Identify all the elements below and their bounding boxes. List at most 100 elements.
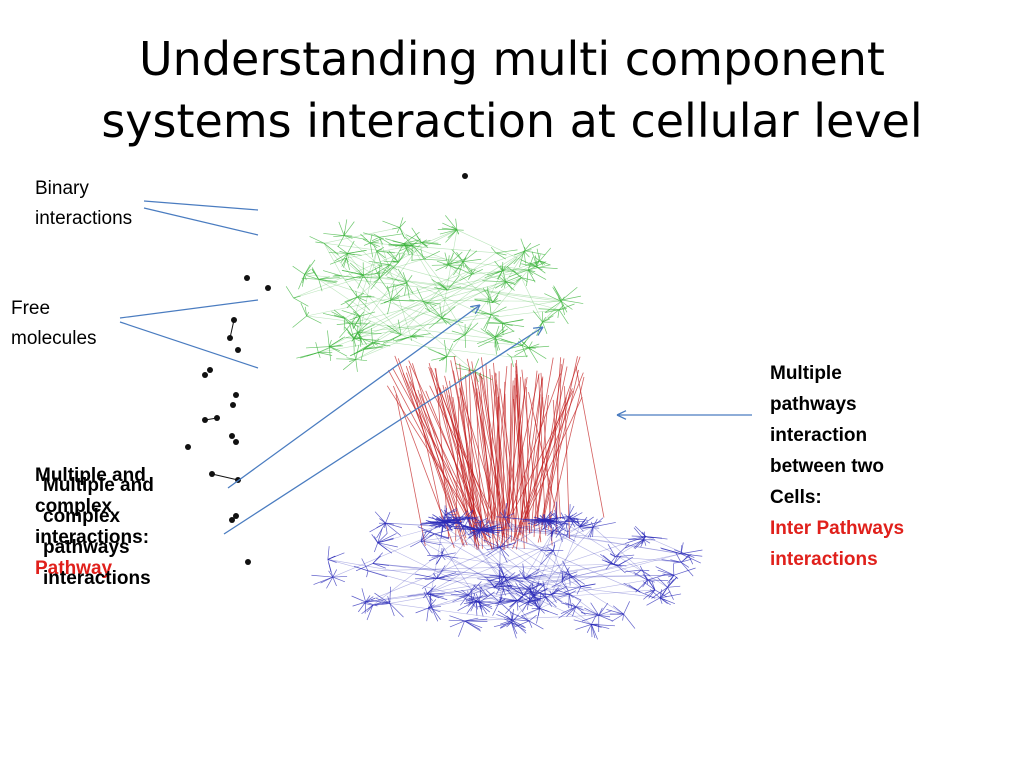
upper-network-edge	[515, 348, 529, 352]
lower-network-edge	[328, 546, 329, 559]
upper-network-edge	[529, 348, 538, 363]
lower-network-link	[390, 603, 512, 620]
upper-network-edge	[293, 316, 307, 328]
lower-network-edge	[541, 551, 554, 565]
inter-label-line-3: interaction	[770, 420, 904, 451]
lower-network-edge	[362, 588, 366, 602]
lower-network-edge	[591, 522, 593, 527]
lower-network-edge	[624, 614, 635, 628]
pathway-label-front: Multiple and complex pathways interactio…	[43, 470, 154, 594]
lower-network-edge	[569, 513, 576, 518]
molecule-dot	[230, 402, 236, 408]
lower-network-link	[553, 532, 617, 566]
lower-network-edge	[427, 608, 429, 621]
lower-network-edge	[352, 596, 366, 602]
upper-network-edge	[558, 310, 559, 318]
upper-network-edge	[543, 322, 547, 334]
molecule-dot	[245, 559, 251, 565]
lower-network-edge	[656, 567, 674, 576]
upper-network-edge	[455, 363, 474, 371]
inter-label-line-1: Multiple	[770, 358, 904, 389]
free-pointer-line	[120, 300, 258, 318]
upper-network-link	[442, 230, 457, 318]
lower-network-edge	[328, 556, 336, 559]
upper-network-edge	[357, 297, 367, 301]
lower-network-link	[481, 522, 688, 555]
lower-network-edge	[674, 568, 696, 575]
lower-network-edge	[329, 562, 333, 577]
upper-network-edge	[344, 236, 367, 240]
upper-network-edge	[305, 274, 307, 280]
free-label-line-1: Free	[11, 294, 97, 324]
upper-network-edge	[339, 222, 344, 236]
lower-network-edge	[500, 547, 507, 563]
lower-network-edge	[390, 587, 391, 604]
lower-network-edge	[681, 550, 702, 554]
lower-network-edge	[643, 580, 648, 587]
upper-network-edge	[294, 298, 309, 306]
molecule-dot	[229, 517, 235, 523]
lower-network-link	[465, 614, 624, 621]
lower-network-edge	[368, 571, 387, 577]
title-line-1: Understanding multi component	[0, 28, 1024, 90]
lower-network-link	[531, 532, 553, 590]
upper-network-edge	[382, 221, 399, 227]
inter-cell-link	[539, 375, 546, 536]
molecule-dot	[233, 439, 239, 445]
lower-network-edge	[632, 536, 646, 537]
upper-network-edge	[511, 357, 513, 367]
pathway-front-line-2: complex	[43, 501, 154, 532]
free-pointer-line	[120, 322, 258, 368]
upper-network-edge	[472, 312, 492, 315]
lower-network-edge	[311, 575, 332, 577]
lower-network-edge	[576, 600, 581, 607]
upper-network-edge	[459, 262, 463, 275]
upper-network-edge	[361, 349, 364, 360]
lower-network-edge	[379, 519, 385, 524]
free-molecules	[185, 173, 468, 565]
lower-network-edge	[581, 584, 595, 586]
upper-network-edge	[323, 233, 344, 235]
upper-network-edge	[529, 348, 547, 359]
lower-network-link	[593, 527, 641, 570]
lower-network-edge	[333, 576, 347, 577]
lower-network-link	[646, 537, 689, 556]
upper-network-edge	[346, 338, 354, 339]
upper-network-edge	[527, 270, 529, 286]
lower-network-edge	[668, 577, 678, 587]
upper-network-edge	[286, 286, 293, 298]
inter-pathways-label: Multiple pathways interaction between tw…	[770, 358, 904, 575]
upper-network-edge	[293, 266, 305, 274]
lower-network-edge	[658, 578, 668, 588]
binary-label-line-1: Binary	[35, 174, 132, 204]
lower-network-edge	[437, 578, 451, 580]
upper-network-edge	[318, 353, 320, 358]
lower-network-link	[617, 566, 647, 580]
upper-network-edge	[444, 340, 446, 357]
upper-network-edge	[397, 228, 400, 233]
lower-network-link	[576, 607, 599, 616]
upper-network-edge	[370, 243, 373, 257]
binary-pointer-line	[144, 201, 258, 210]
upper-network-edge	[357, 297, 370, 310]
slide-title: Understanding multi component systems in…	[0, 28, 1024, 152]
upper-network-edge	[404, 283, 406, 296]
lower-network-edge	[367, 571, 369, 577]
lower-network-edge	[390, 603, 404, 617]
lower-network-edge	[314, 577, 333, 585]
inter-label-line-4: between two	[770, 451, 904, 482]
molecule-dot	[244, 275, 250, 281]
lower-network-edge	[375, 512, 385, 523]
lower-network-edge	[593, 522, 616, 526]
upper-network-edge	[347, 250, 365, 253]
upper-network-edge	[305, 260, 315, 274]
pathway-front-line-3: pathways	[43, 532, 154, 563]
upper-network-edge	[364, 243, 370, 245]
binary-pointer-line	[144, 208, 258, 235]
molecule-dot	[235, 347, 241, 353]
lower-network-edge	[435, 529, 453, 534]
upper-network-edge	[379, 234, 402, 237]
molecule-bond	[212, 474, 238, 480]
inter-pathway-arrow-head	[617, 411, 626, 415]
lower-network-edge	[476, 601, 477, 616]
